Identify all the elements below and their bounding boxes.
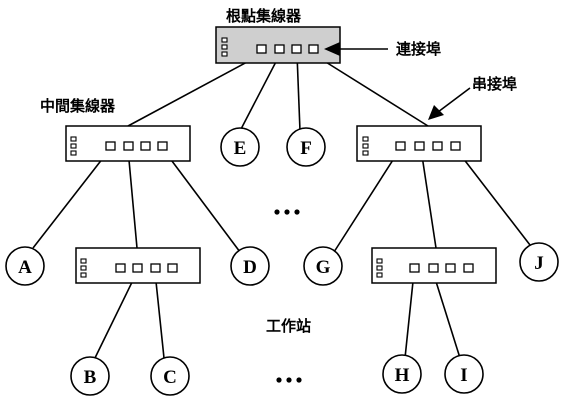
hub-led [362, 143, 369, 149]
hub-port [123, 141, 134, 151]
workstation-node-d [230, 246, 270, 286]
workstations: E F A D G J B C H I [5, 127, 559, 396]
hub-port [150, 263, 161, 273]
root-hub-port [308, 44, 319, 54]
hub-port [432, 141, 443, 151]
wire-low-hub-to-b [93, 271, 138, 361]
hub-port [140, 141, 151, 151]
hub-led [362, 136, 369, 142]
hub-led [362, 150, 369, 156]
hub-lower-right [371, 247, 497, 284]
hub-port [157, 141, 168, 151]
workstation-label-b: B [84, 367, 97, 388]
wire-right-hub-to-low-hub [420, 148, 437, 249]
wire-root-to-left-hub [127, 53, 263, 127]
root-hub-led [221, 51, 228, 57]
wire-left-hub-to-d [162, 148, 241, 253]
hub-port [132, 263, 143, 273]
wire-low-right-hub-to-h [404, 271, 415, 359]
connections [32, 53, 531, 361]
workstation-node-f [286, 127, 326, 167]
hub-led [376, 265, 383, 271]
wire-right-hub-to-j [455, 148, 531, 246]
hub-port [450, 141, 461, 151]
hub-led [70, 143, 77, 149]
hub-port [167, 263, 178, 273]
workstation-node-c [150, 356, 190, 396]
intermediate-hub-label: 中間集線器 [40, 97, 116, 115]
wire-root-to-right-hub [312, 53, 429, 127]
hub-port [395, 141, 406, 151]
workstation-label-a: A [18, 257, 32, 278]
wire-left-hub-to-a [32, 148, 111, 249]
hub-port [115, 263, 126, 273]
workstation-node-a [5, 246, 45, 286]
serial-port-arrow [428, 87, 471, 120]
intermediate-hub-right [356, 125, 482, 162]
wire-right-hub-to-g [333, 148, 401, 253]
workstation-label-c: C [163, 367, 177, 388]
workstation-node-g [303, 246, 343, 286]
hub-led [70, 136, 77, 142]
hub-led [80, 265, 87, 271]
intermediate-hub-left [65, 125, 191, 162]
hub-port [105, 141, 116, 151]
root-hub-port [256, 44, 267, 54]
workstation-label-e: E [234, 138, 247, 159]
workstation-node-i [444, 354, 484, 394]
wire-left-hub-to-low-hub [127, 148, 138, 249]
workstation-node-h [382, 354, 422, 394]
hub-port [463, 263, 474, 273]
wire-root-to-e [239, 53, 281, 132]
workstation-label-d: D [243, 257, 257, 278]
workstation-node-j [519, 242, 559, 282]
root-hub-led [221, 44, 228, 50]
hub-led [80, 272, 87, 278]
workstation-node-b [70, 356, 110, 396]
root-hub-led [221, 37, 228, 43]
workstation-node-e [220, 127, 260, 167]
workstation-label: 工作站 [266, 317, 311, 335]
hub-led [376, 258, 383, 264]
connector-port-arrow [324, 42, 388, 56]
ellipsis-mid [274, 209, 300, 215]
workstation-label-i: I [460, 365, 467, 386]
workstation-label-h: H [395, 365, 410, 386]
root-hub-port [291, 44, 302, 54]
hub-lower-left [75, 247, 201, 284]
workstation-label-g: G [316, 257, 331, 278]
root-hub-port [274, 44, 285, 54]
hub-port [428, 263, 439, 273]
hub-port [414, 141, 425, 151]
root-hub-label: 根點集線器 [226, 7, 302, 25]
root-hub [215, 26, 341, 64]
wire-low-hub-to-c [154, 271, 165, 359]
wire-low-right-hub-to-i [432, 271, 461, 359]
hub-port [445, 263, 456, 273]
serial-port-label: 串接埠 [472, 75, 517, 93]
connector-port-label: 連接埠 [396, 40, 441, 58]
hub-led [80, 258, 87, 264]
hub-port [409, 263, 420, 273]
hub-led [376, 272, 383, 278]
wire-root-to-f [296, 53, 301, 132]
workstation-label-j: J [534, 253, 544, 274]
workstation-label-f: F [300, 138, 312, 159]
hub-led [70, 150, 77, 156]
ellipsis-bottom [276, 377, 302, 383]
